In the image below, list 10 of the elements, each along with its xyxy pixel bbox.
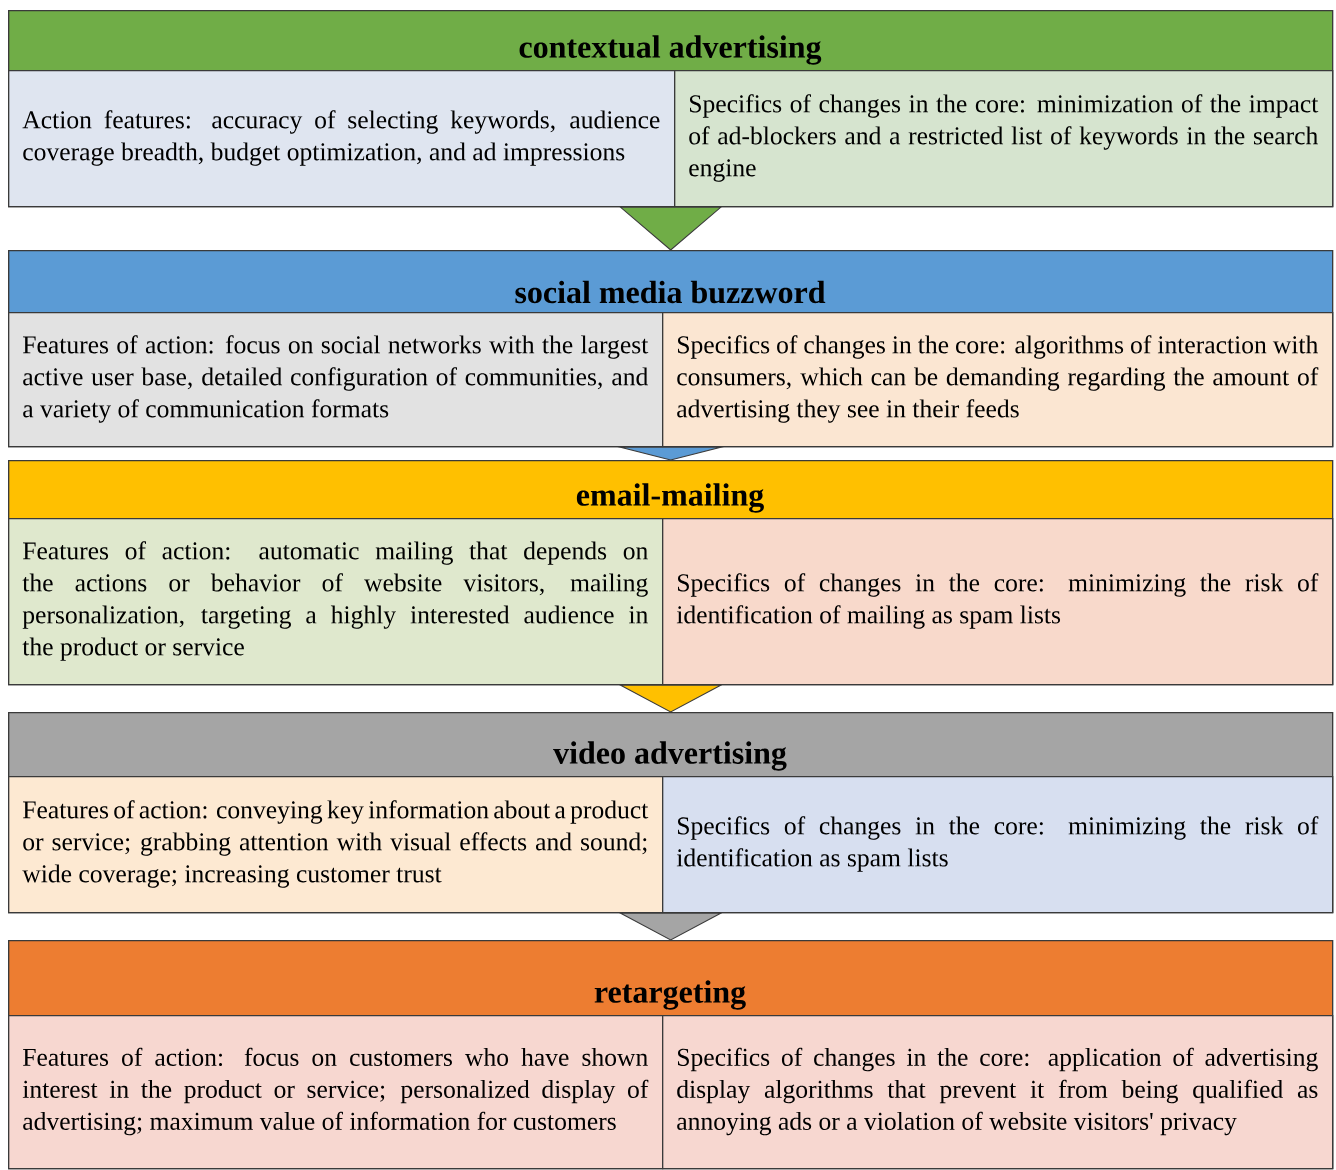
text-box: Features of action: focus on social networks with the largest active user base, detailed configuration of communities, and a variety of communication formats	[8, 312, 664, 448]
text-box: Action features: accuracy of selecting keywords, audience coverage breadth, budget optimization, and ad impressions	[8, 70, 676, 208]
text-box: Features of action: conveying key information about a product or service; grabbing attention with visual effects and sound; wide coverage; increasing customer trust	[8, 776, 664, 914]
text-box: Specifics of changes in the core: minimizing the risk of identification as spam lists	[662, 776, 1334, 914]
text-box: Specifics of changes in the core: minimizing the risk of identification of mailing as spam lists	[662, 518, 1334, 686]
text-box: Specifics of changes in the core: application of advertising display algorithms that prevent it from being qualified as annoying ads or a violation of website visitors' privacy	[662, 1015, 1334, 1170]
text-box: Features of action: focus on customers who have shown interest in the product or service; personalized display of advertising; maximum value of information for customers	[8, 1015, 664, 1170]
text-box: Specifics of changes in the core: minimization of the impact of ad-blockers and a restricted list of keywords in the search engine	[674, 70, 1334, 208]
text-box: Specifics of changes in the core: algorithms of interaction with consumers, which can be demanding regarding the amount of advertising they see in their feeds	[662, 312, 1334, 448]
text-box: Features of action: automatic mailing that depends on the actions or behavior of website visitors, mailing personalization, targeting a highly interested audience in the product or service	[8, 518, 664, 686]
